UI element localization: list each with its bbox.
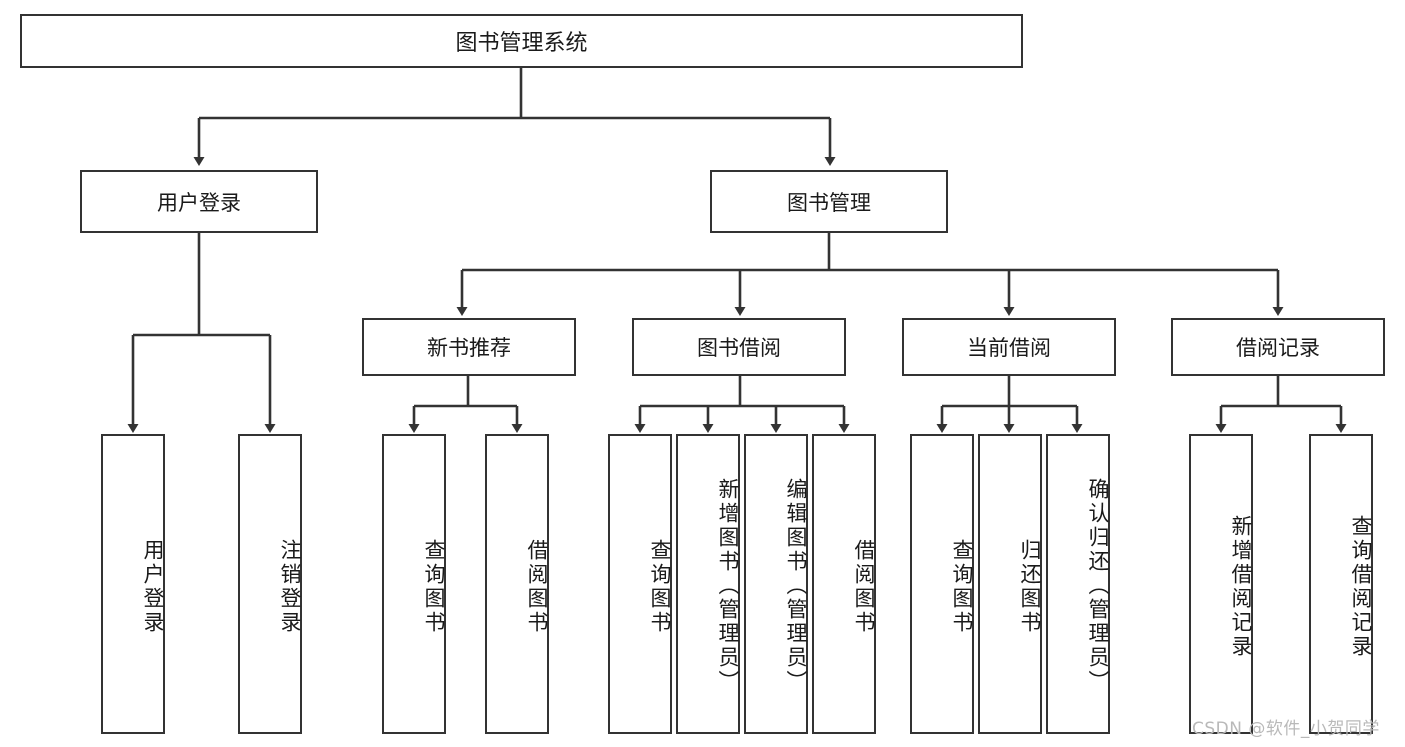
node-borrow-record-label: 借阅记录 — [1236, 336, 1320, 360]
node-leaf-query-book-2-label: 查询图书 — [648, 539, 672, 635]
node-leaf-confirm-return[interactable]: 确认归还（管理员） — [1046, 434, 1110, 734]
node-current-borrow-label: 当前借阅 — [967, 336, 1051, 360]
node-leaf-borrow-book-1[interactable]: 借阅图书 — [485, 434, 549, 734]
node-leaf-add-book-label: 新增图书（管理员） — [716, 478, 740, 694]
node-book-borrow[interactable]: 图书借阅 — [632, 318, 846, 376]
node-leaf-query-book-3[interactable]: 查询图书 — [910, 434, 974, 734]
node-leaf-borrow-book-2[interactable]: 借阅图书 — [812, 434, 876, 734]
node-leaf-return-book-label: 归还图书 — [1018, 539, 1042, 635]
node-user-login[interactable]: 用户登录 — [80, 170, 318, 233]
node-root[interactable]: 图书管理系统 — [20, 14, 1023, 68]
node-leaf-query-record[interactable]: 查询借阅记录 — [1309, 434, 1373, 734]
node-leaf-add-record[interactable]: 新增借阅记录 — [1189, 434, 1253, 734]
node-leaf-return-book[interactable]: 归还图书 — [978, 434, 1042, 734]
node-leaf-user-logout-label: 注销登录 — [278, 539, 302, 635]
node-leaf-query-book-3-label: 查询图书 — [950, 539, 974, 635]
node-book-borrow-label: 图书借阅 — [697, 336, 781, 360]
node-leaf-edit-book-label: 编辑图书（管理员） — [784, 478, 808, 694]
node-user-login-label: 用户登录 — [157, 190, 241, 215]
node-leaf-user-login[interactable]: 用户登录 — [101, 434, 165, 734]
node-leaf-user-login-label: 用户登录 — [141, 539, 165, 635]
node-current-borrow[interactable]: 当前借阅 — [902, 318, 1116, 376]
node-root-label: 图书管理系统 — [455, 31, 588, 56]
watermark-text: CSDN @软件_小贺同学 — [1192, 719, 1380, 739]
node-leaf-query-record-label: 查询借阅记录 — [1349, 515, 1373, 659]
node-leaf-query-book-1[interactable]: 查询图书 — [382, 434, 446, 734]
node-borrow-record[interactable]: 借阅记录 — [1171, 318, 1385, 376]
node-new-book-recommend-label: 新书推荐 — [427, 336, 511, 360]
node-leaf-user-logout[interactable]: 注销登录 — [238, 434, 302, 734]
node-leaf-borrow-book-2-label: 借阅图书 — [852, 539, 876, 635]
node-leaf-borrow-book-1-label: 借阅图书 — [525, 539, 549, 635]
node-book-manage-label: 图书管理 — [787, 190, 871, 215]
node-book-manage[interactable]: 图书管理 — [710, 170, 948, 233]
node-leaf-edit-book[interactable]: 编辑图书（管理员） — [744, 434, 808, 734]
node-leaf-confirm-return-label: 确认归还（管理员） — [1086, 478, 1110, 694]
node-leaf-add-book[interactable]: 新增图书（管理员） — [676, 434, 740, 734]
node-new-book-recommend[interactable]: 新书推荐 — [362, 318, 576, 376]
node-leaf-add-record-label: 新增借阅记录 — [1229, 515, 1253, 659]
node-leaf-query-book-1-label: 查询图书 — [422, 539, 446, 635]
node-leaf-query-book-2[interactable]: 查询图书 — [608, 434, 672, 734]
